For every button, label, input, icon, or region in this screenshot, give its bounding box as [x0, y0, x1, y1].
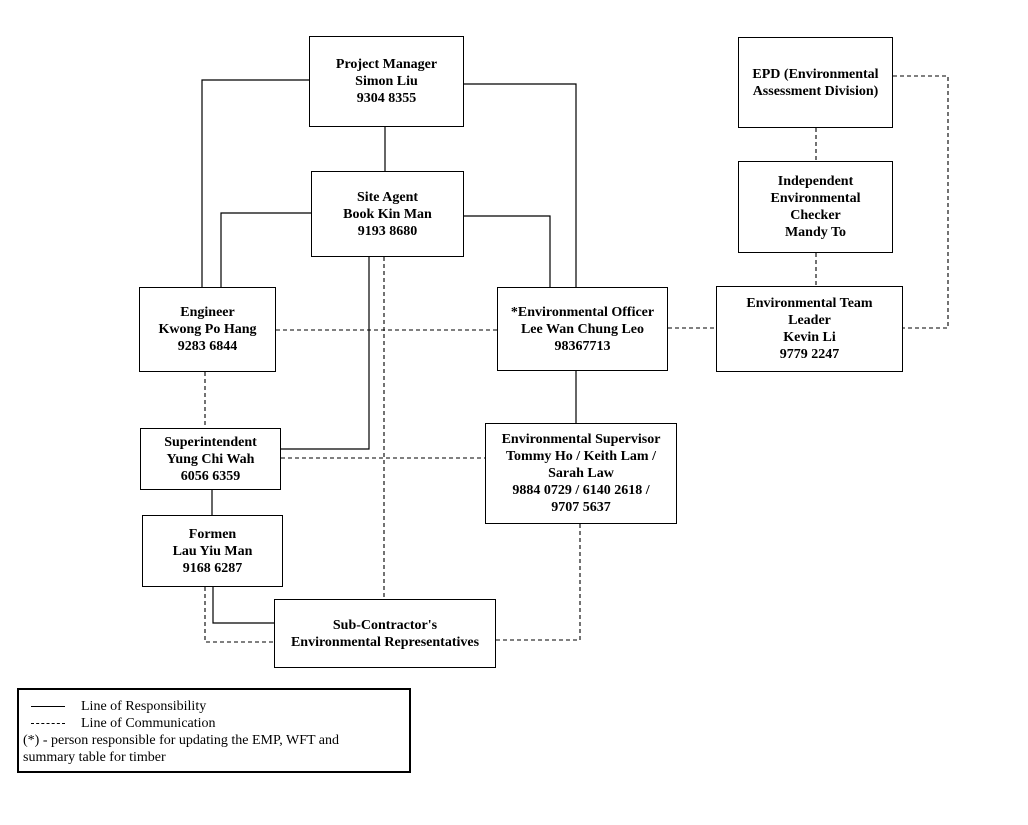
site-agent-name: Book Kin Man: [343, 206, 432, 222]
site-agent-to-engineer-line: [220, 212, 311, 287]
project-manager-box: Project Manager Simon Liu 9304 8355: [309, 36, 464, 127]
site-agent-box: Site Agent Book Kin Man 9193 8680: [311, 171, 464, 257]
project-manager-phone: 9304 8355: [356, 91, 417, 106]
et-leader-line-2: Leader: [788, 313, 831, 328]
environmental-officer-phone: 98367713: [554, 338, 611, 354]
subcontractor-line-2: Environmental Representatives: [290, 634, 480, 650]
iec-line-3: Checker: [790, 208, 841, 223]
engineer-title: Engineer: [180, 305, 235, 320]
formen-title: Formen: [188, 526, 237, 542]
environmental-officer-box: *Environmental Officer Lee Wan Chung Leo…: [497, 287, 668, 371]
epd-line-1: EPD (Environmental: [752, 66, 879, 82]
project-manager-title: Project Manager: [335, 57, 438, 72]
et-leader-name: Kevin Li: [783, 330, 836, 345]
environmental-supervisor-names-2: Sarah Law: [548, 466, 614, 481]
superintendent-phone: 6056 6359: [180, 468, 241, 484]
formen-phone: 9168 6287: [182, 560, 243, 576]
pm-to-env-officer-line: [464, 83, 577, 287]
legend-dashed-line-sample: [31, 723, 65, 724]
superintendent-box: Superintendent Yung Chi Wah 6056 6359: [140, 428, 281, 490]
pm-to-engineer-line: [201, 79, 309, 287]
superintendent-title: Superintendent: [164, 434, 257, 450]
legend-solid-line-sample: [31, 706, 65, 707]
supervisor-to-subcontractor-line: [496, 524, 581, 641]
environmental-supervisor-box: Environmental Supervisor Tommy Ho / Keit…: [485, 423, 677, 524]
legend-communication-label: Line of Communication: [81, 716, 216, 731]
environmental-team-leader-box: Environmental Team Leader Kevin Li 9779 …: [716, 286, 903, 372]
engineer-phone: 9283 6844: [177, 339, 238, 354]
iec-line-2: Environmental: [770, 191, 861, 206]
formen-name: Lau Yiu Man: [172, 543, 253, 559]
iec-name: Mandy To: [784, 225, 847, 240]
environmental-supervisor-phones-1: 9884 0729 / 6140 2618 /: [512, 483, 650, 498]
legend-box: Line of Responsibility Line of Communica…: [17, 688, 411, 773]
superintendent-name: Yung Chi Wah: [166, 451, 255, 467]
engineer-box: Engineer Kwong Po Hang 9283 6844: [139, 287, 276, 372]
environmental-supervisor-names-1: Tommy Ho / Keith Lam /: [506, 449, 656, 464]
epd-box: EPD (Environmental Assessment Division): [738, 37, 893, 128]
site-agent-to-env-officer-line: [464, 215, 551, 287]
legend-note-line-1: (*) - person responsible for updating th…: [23, 733, 339, 748]
site-agent-title: Site Agent: [356, 189, 419, 205]
formen-box: Formen Lau Yiu Man 9168 6287: [142, 515, 283, 587]
environmental-officer-name: Lee Wan Chung Leo: [520, 321, 645, 337]
legend-row-communication: Line of Communication: [23, 715, 405, 732]
formen-to-subcontractor-comm-line: [204, 587, 274, 643]
et-leader-phone: 9779 2247: [779, 347, 840, 362]
formen-to-subcontractor-line: [212, 587, 274, 624]
legend-responsibility-label: Line of Responsibility: [81, 699, 207, 714]
independent-environmental-checker-box: Independent Environmental Checker Mandy …: [738, 161, 893, 253]
epd-to-et-leader-line: [893, 75, 949, 329]
environmental-supervisor-phones-2: 9707 5637: [551, 500, 611, 515]
engineer-name: Kwong Po Hang: [158, 322, 257, 337]
legend-note-line-2: summary table for timber: [23, 750, 166, 765]
iec-line-1: Independent: [777, 174, 854, 189]
project-manager-name: Simon Liu: [355, 74, 418, 89]
et-leader-line-1: Environmental Team: [746, 296, 873, 311]
site-agent-to-superintendent-line: [281, 257, 370, 450]
subcontractor-box: Sub-Contractor's Environmental Represent…: [274, 599, 496, 668]
legend-row-responsibility: Line of Responsibility: [23, 698, 405, 715]
epd-line-2: Assessment Division): [752, 83, 879, 99]
environmental-supervisor-title: Environmental Supervisor: [501, 432, 661, 447]
site-agent-phone: 9193 8680: [357, 223, 418, 239]
environmental-officer-title: *Environmental Officer: [510, 304, 655, 320]
subcontractor-line-1: Sub-Contractor's: [332, 617, 438, 633]
